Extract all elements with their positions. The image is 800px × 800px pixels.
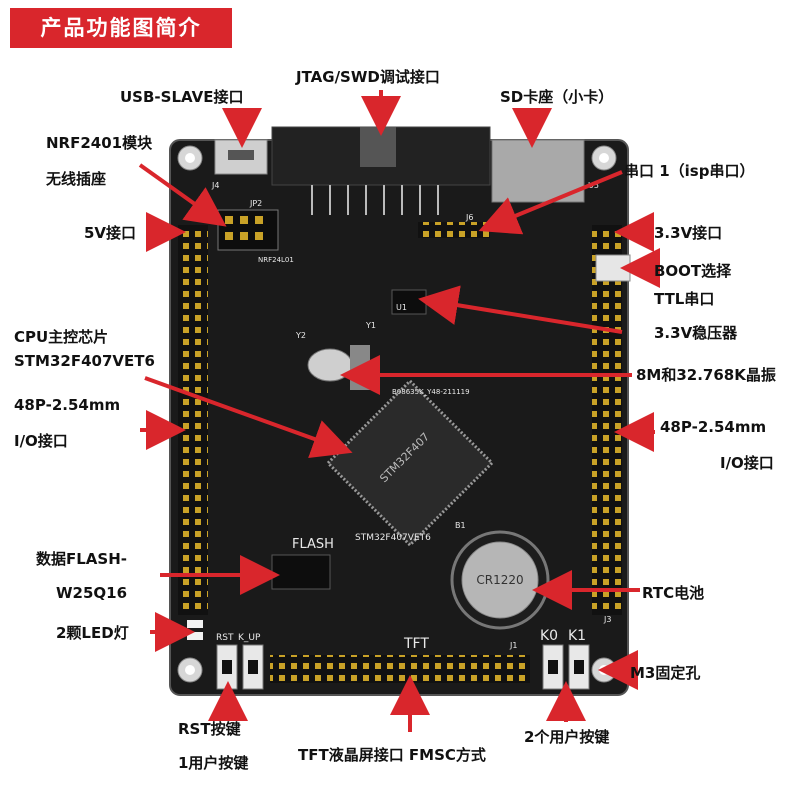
silk-jp2: JP2 (249, 199, 262, 208)
silk-nrf: NRF24L01 (258, 256, 294, 264)
silk-serial: B08635K_Y48-211119 (392, 388, 470, 396)
uart-header (418, 222, 490, 238)
silk-j4: J4 (211, 181, 219, 190)
label-sd-card: SD卡座（小卡） (500, 88, 614, 106)
label-rst-line1: RST按键 (178, 720, 241, 738)
label-io-right-line1: 48P-2.54mm (660, 418, 767, 436)
silk-flash: FLASH (292, 537, 334, 552)
label-flash-line1: 数据FLASH- (36, 550, 127, 568)
label-3v3-port: 3.3V接口 (654, 224, 723, 242)
label-3v3-regulator: 3.3V稳压器 (654, 324, 738, 342)
sd-slot (491, 139, 585, 203)
silk-y1: Y1 (365, 321, 376, 330)
silk-mcu-name: STM32F407VET6 (355, 533, 431, 543)
crystal-8m (307, 348, 353, 382)
silk-rst: RST (216, 633, 234, 643)
annotation-arrows (138, 90, 660, 732)
silk-j1: J1 (509, 641, 517, 650)
rst-button (216, 644, 238, 690)
label-crystal: 8M和32.768K晶振 (636, 366, 776, 384)
silk-kup: K_UP (238, 633, 261, 643)
label-usb-slave: USB-SLAVE接口 (120, 88, 244, 106)
label-cpu-line2: STM32F407VET6 (14, 352, 155, 370)
label-rtc: RTC电池 (642, 584, 705, 602)
k0-button (542, 644, 564, 690)
led-2 (187, 632, 203, 640)
label-io-left-line2: I/O接口 (14, 432, 68, 450)
silk-j6: J6 (465, 213, 473, 222)
label-cpu-line1: CPU主控芯片 (14, 328, 109, 346)
led-1 (187, 620, 203, 628)
silk-b1: B1 (455, 521, 466, 530)
kup-button (242, 644, 264, 690)
label-user-keys: 2个用户按键 (524, 728, 610, 746)
k1-button (568, 644, 590, 690)
label-m3: M3固定孔 (630, 664, 701, 682)
label-nrf-line2: 无线插座 (46, 170, 107, 188)
boot-switch (595, 254, 631, 282)
title-badge: 产品功能图简介 (10, 8, 232, 48)
label-io-right-line2: I/O接口 (720, 454, 774, 472)
label-flash-line2: W25Q16 (56, 584, 128, 602)
silk-u1: U1 (396, 303, 407, 312)
tft-header (270, 655, 530, 683)
silk-j3: J3 (603, 615, 611, 624)
label-led: 2颗LED灯 (56, 624, 129, 642)
label-boot-line1: BOOT选择 (654, 262, 732, 280)
label-5v: 5V接口 (84, 224, 137, 242)
label-io-left-line1: 48P-2.54mm (14, 396, 121, 414)
silk-tft: TFT (403, 636, 429, 652)
right-header (592, 225, 622, 615)
silk-y2: Y2 (295, 331, 306, 340)
label-jtag-swd: JTAG/SWD调试接口 (296, 68, 440, 86)
left-header (178, 225, 208, 615)
crystal-32k (350, 345, 370, 390)
flash-chip (271, 554, 331, 590)
silk-k1: K1 (568, 628, 586, 644)
silk-k0: K0 (540, 628, 558, 644)
label-uart1: 串口 1（isp串口） (624, 162, 755, 180)
battery-text: CR1220 (476, 573, 523, 587)
label-boot-line2: TTL串口 (654, 290, 715, 308)
label-nrf-line1: NRF2401模块 (46, 134, 153, 152)
label-rst-line2: 1用户按键 (178, 754, 249, 772)
label-tft: TFT液晶屏接口 FMSC方式 (298, 746, 486, 764)
